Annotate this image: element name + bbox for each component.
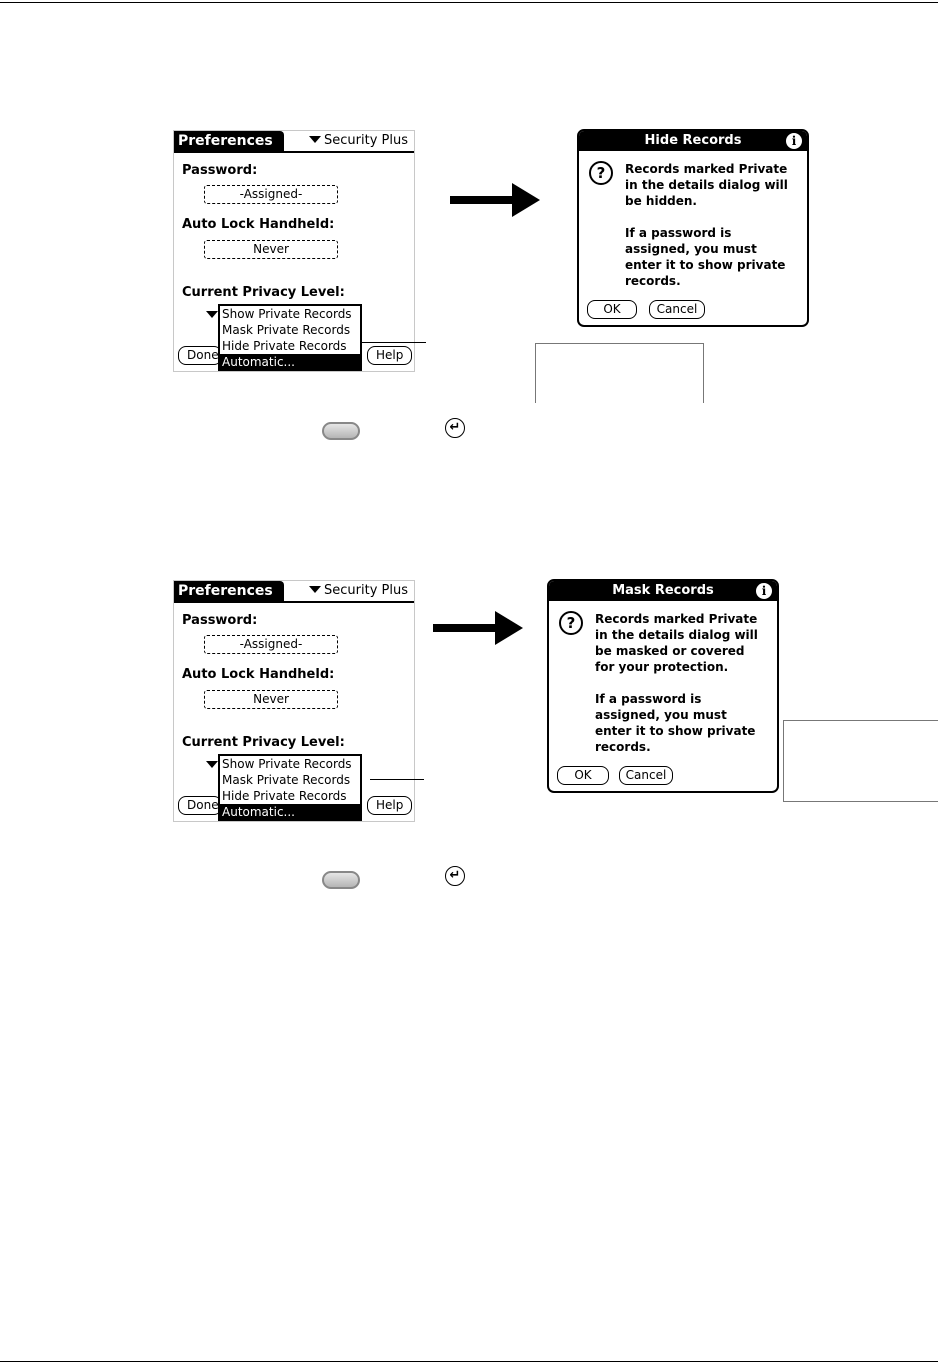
- password-field[interactable]: -Assigned-: [204, 635, 338, 654]
- dialog-message: Records marked Private in the details di…: [595, 612, 758, 754]
- mask-records-dialog: Mask Records i ? Records marked Private …: [547, 579, 779, 793]
- privacy-level-menu: Show Private Records Mask Private Record…: [218, 304, 362, 371]
- help-button[interactable]: Help: [367, 796, 413, 815]
- ok-button[interactable]: OK: [587, 300, 637, 319]
- help-button[interactable]: Help: [367, 346, 413, 365]
- privacy-dropdown-icon[interactable]: [206, 311, 218, 318]
- dialog-message: Records marked Private in the details di…: [625, 162, 788, 288]
- app-title: Preferences: [174, 581, 284, 601]
- privacy-level-label: Current Privacy Level:: [182, 285, 345, 300]
- question-icon: ?: [559, 611, 583, 635]
- hide-records-dialog: Hide Records i ? Records marked Private …: [577, 129, 809, 327]
- hardware-button-icon: [322, 871, 360, 889]
- callout-line: [370, 779, 424, 780]
- category-label: Security Plus: [324, 133, 408, 148]
- category-picker[interactable]: Security Plus: [309, 582, 408, 600]
- right-arrow-icon: [433, 611, 523, 645]
- privacy-level-label: Current Privacy Level:: [182, 735, 345, 750]
- menu-item-show[interactable]: Show Private Records: [222, 307, 352, 321]
- header-rule: [0, 2, 938, 3]
- privacy-dropdown-icon[interactable]: [206, 761, 218, 768]
- preferences-screen-2: Preferences Security Plus Password: -Ass…: [173, 580, 415, 822]
- menu-item-automatic[interactable]: Automatic...: [220, 804, 360, 820]
- dialog-title: Hide Records: [579, 131, 807, 151]
- password-label: Password:: [182, 163, 258, 178]
- dropdown-arrow-icon: [309, 586, 322, 593]
- dialog-title: Mask Records: [549, 581, 777, 601]
- question-icon: ?: [589, 161, 613, 185]
- autolock-field[interactable]: Never: [204, 240, 338, 259]
- footer-rule: [0, 1361, 938, 1362]
- title-bar: Preferences Security Plus: [174, 131, 414, 153]
- cancel-button[interactable]: Cancel: [649, 300, 705, 319]
- category-label: Security Plus: [324, 583, 408, 598]
- done-button[interactable]: Done: [178, 346, 222, 365]
- menu-item-automatic[interactable]: Automatic...: [220, 354, 360, 370]
- menu-item-hide[interactable]: Hide Private Records: [222, 339, 347, 353]
- note-box: [535, 343, 704, 403]
- enter-key-icon: ↵: [445, 418, 465, 438]
- note-box: [783, 720, 938, 802]
- autolock-label: Auto Lock Handheld:: [182, 667, 335, 682]
- cancel-button[interactable]: Cancel: [619, 766, 673, 785]
- ok-button[interactable]: OK: [557, 766, 609, 785]
- autolock-label: Auto Lock Handheld:: [182, 217, 335, 232]
- done-button[interactable]: Done: [178, 796, 222, 815]
- callout-line: [362, 342, 426, 343]
- dropdown-arrow-icon: [309, 136, 322, 143]
- menu-item-show[interactable]: Show Private Records: [222, 757, 352, 771]
- info-icon[interactable]: i: [786, 133, 802, 149]
- right-arrow-icon: [450, 183, 540, 217]
- menu-item-hide[interactable]: Hide Private Records: [222, 789, 347, 803]
- app-title: Preferences: [174, 131, 284, 151]
- info-icon[interactable]: i: [756, 583, 772, 599]
- password-field[interactable]: -Assigned-: [204, 185, 338, 204]
- password-label: Password:: [182, 613, 258, 628]
- preferences-screen-1: Preferences Security Plus Password: -Ass…: [173, 130, 415, 372]
- enter-key-icon: ↵: [445, 866, 465, 886]
- category-picker[interactable]: Security Plus: [309, 132, 408, 150]
- privacy-level-menu: Show Private Records Mask Private Record…: [218, 754, 362, 821]
- hardware-button-icon: [322, 422, 360, 440]
- menu-item-mask[interactable]: Mask Private Records: [222, 323, 351, 337]
- autolock-field[interactable]: Never: [204, 690, 338, 709]
- menu-item-mask[interactable]: Mask Private Records: [222, 773, 351, 787]
- title-bar: Preferences Security Plus: [174, 581, 414, 603]
